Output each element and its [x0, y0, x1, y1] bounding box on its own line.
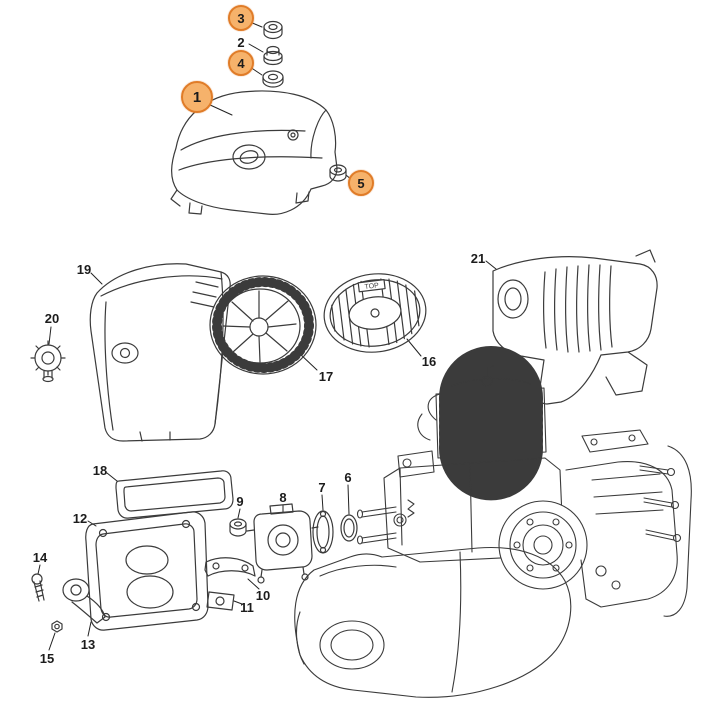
part-8-drawing: [246, 503, 319, 584]
part-14-drawing: [31, 573, 45, 602]
callout-part-2[interactable]: 2: [237, 34, 245, 50]
part-19-drawing: [89, 263, 231, 442]
callout-part-1[interactable]: 1: [181, 81, 213, 113]
callout-part-21[interactable]: 21: [470, 250, 486, 266]
callout-part-15[interactable]: 15: [39, 650, 55, 666]
callout-part-6[interactable]: 6: [344, 469, 352, 485]
callout-part-13[interactable]: 13: [80, 636, 96, 652]
part-16-drawing: TOP: [323, 273, 427, 353]
engine-assembly-drawing: [294, 346, 692, 698]
callout-part-5[interactable]: 5: [348, 170, 374, 196]
callout-part-7[interactable]: 7: [318, 479, 326, 495]
part-9-drawing: [229, 518, 247, 537]
callout-part-8[interactable]: 8: [279, 489, 287, 505]
callout-part-17[interactable]: 17: [318, 368, 334, 384]
part-10-drawing: [204, 557, 256, 577]
callout-part-16[interactable]: 16: [421, 353, 437, 369]
callout-part-12[interactable]: 12: [72, 510, 88, 526]
callout-part-20[interactable]: 20: [44, 310, 60, 326]
part-6-drawing: [340, 514, 358, 542]
part-21-drawing: [492, 249, 658, 405]
part-5-drawing: [329, 164, 347, 182]
part-20-drawing: [30, 340, 66, 383]
callout-part-9[interactable]: 9: [236, 493, 244, 509]
callout-part-3[interactable]: 3: [228, 5, 254, 31]
callout-part-18[interactable]: 18: [92, 462, 108, 478]
part-12-drawing: [85, 511, 209, 631]
leader-lines: [37, 21, 497, 651]
filter-top-marking: TOP: [364, 282, 379, 291]
callout-part-4[interactable]: 4: [228, 50, 254, 76]
part-15-drawing: [51, 620, 63, 633]
part-2-drawing: [263, 45, 283, 66]
callout-part-10[interactable]: 10: [255, 587, 271, 603]
callout-part-11[interactable]: 11: [240, 599, 254, 615]
part-18-drawing: [115, 470, 234, 519]
part-17-drawing: [209, 275, 317, 375]
callout-part-14[interactable]: 14: [32, 549, 48, 565]
part-11-drawing: [206, 591, 235, 611]
part-4-drawing: [262, 70, 284, 88]
part-3-drawing: [263, 20, 283, 40]
part-7-drawing: [312, 510, 334, 554]
part-13-drawing: [62, 578, 106, 624]
callout-part-19[interactable]: 19: [76, 261, 92, 277]
